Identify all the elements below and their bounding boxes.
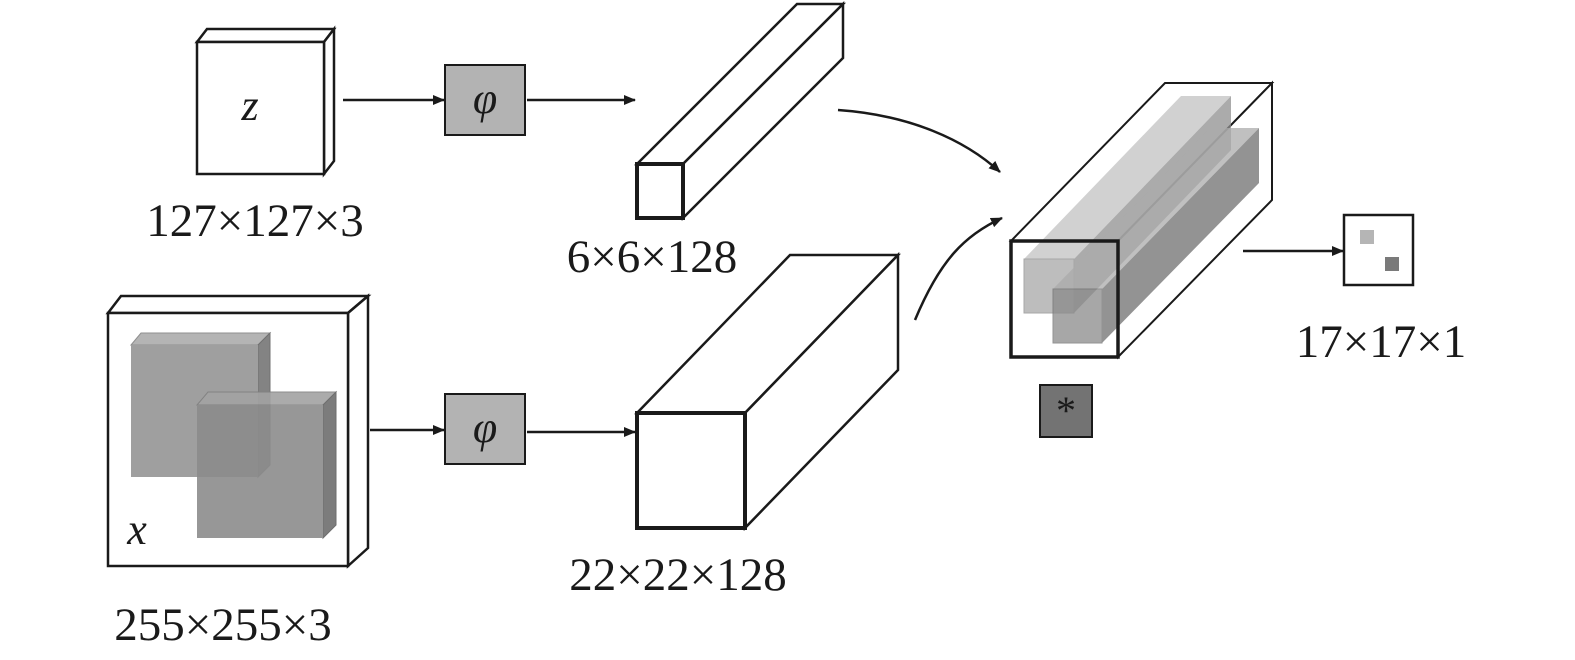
score-map-dimension-label: 17×17×1 <box>1296 316 1467 368</box>
arrow-search-feature-to-correlation <box>913 216 1003 321</box>
template-feature-dimension-label: 6×6×128 <box>567 231 738 283</box>
search-feature-front-face <box>635 411 747 530</box>
correlation-op-box <box>1039 384 1093 438</box>
score-map-response-2 <box>1385 257 1399 271</box>
template-feature-front-face <box>635 162 685 220</box>
search-input-dimension-label: 255×255×3 <box>114 599 332 651</box>
search-image-block <box>105 293 372 569</box>
template-image-side-face <box>322 25 336 178</box>
template-feature-block <box>633 0 847 222</box>
search-image-top-face <box>105 294 372 315</box>
search-variable-label: x <box>126 505 147 554</box>
search-embedding-op-label: φ <box>473 403 497 452</box>
template-variable-label: z <box>240 81 258 130</box>
template-image-top-face <box>194 27 337 44</box>
template-image-front-face <box>195 40 326 176</box>
arrow-template-feature-to-correlation <box>837 108 1001 173</box>
template-input-dimension-label: 127×127×3 <box>146 195 364 247</box>
correlation-inner-slab-2 <box>1052 128 1259 344</box>
search-image-patch-2 <box>195 390 338 540</box>
search-feature-dimension-label: 22×22×128 <box>569 549 787 601</box>
search-image-side-face <box>346 293 370 569</box>
template-embedding-op-box <box>444 64 526 136</box>
score-map-frame <box>1342 213 1415 287</box>
score-map-response-1 <box>1360 230 1374 244</box>
template-embedding-op-label: φ <box>473 74 497 123</box>
template-image-block <box>194 25 337 178</box>
search-embedding-op-box <box>444 393 526 465</box>
score-map <box>1342 213 1415 287</box>
correlation-volume <box>1008 80 1275 360</box>
search-feature-block <box>634 251 901 532</box>
correlation-volume-front-face <box>1009 239 1120 359</box>
correlation-op-label: * <box>1056 388 1076 433</box>
